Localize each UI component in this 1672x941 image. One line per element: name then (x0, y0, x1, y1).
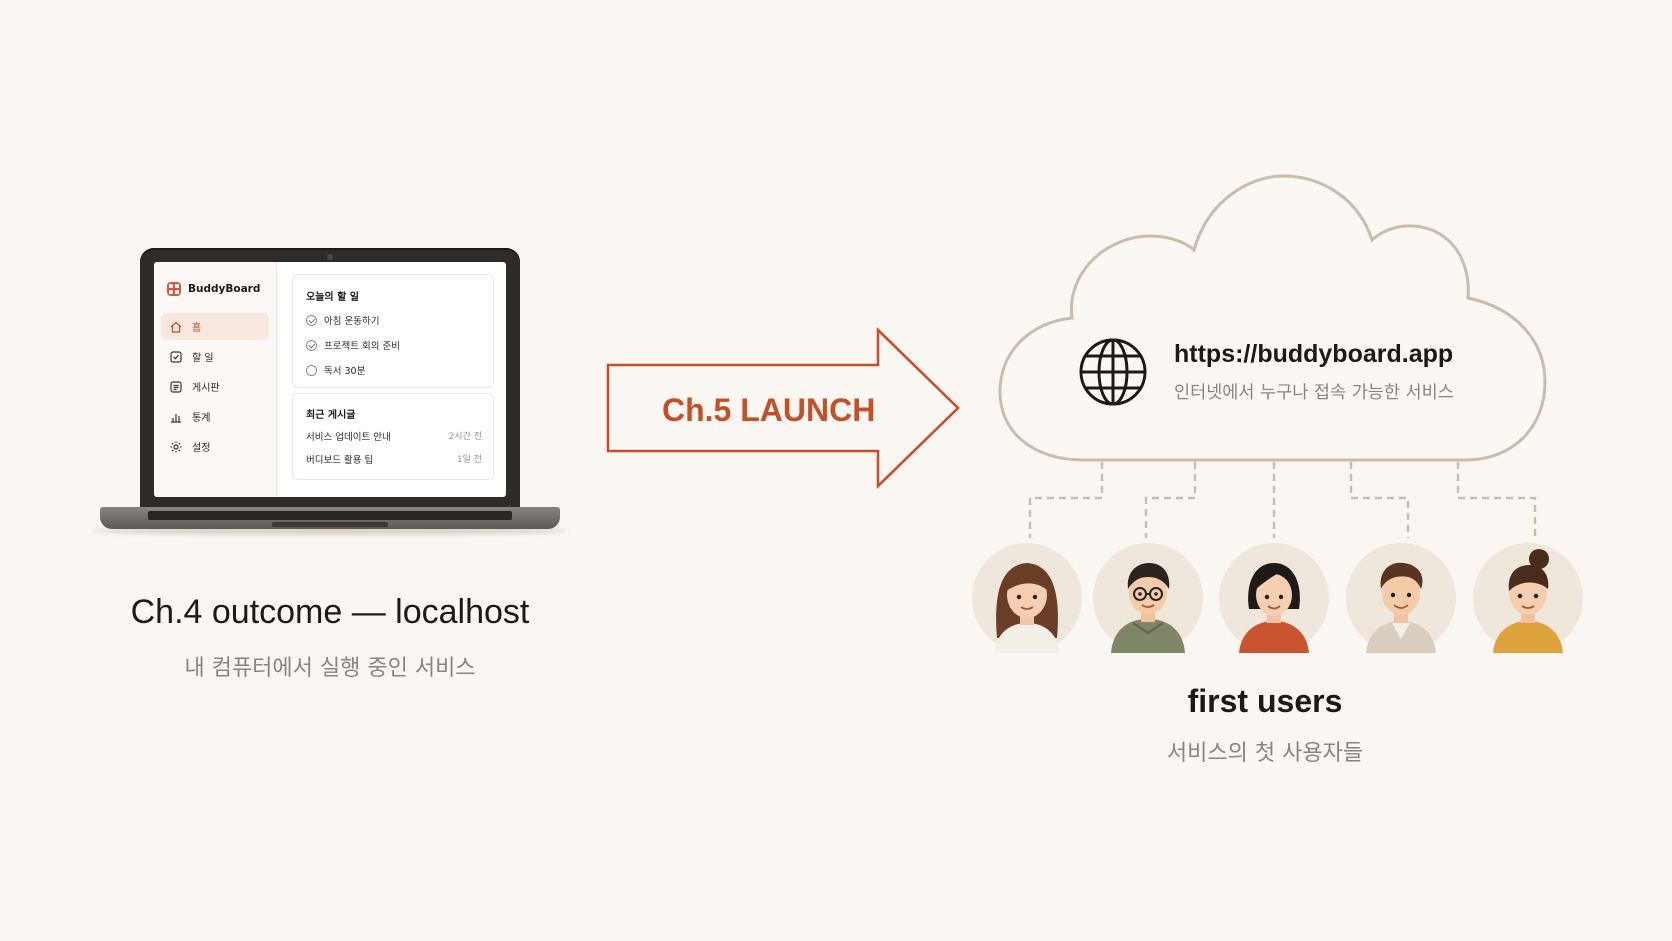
users-caption-subtitle: 서비스의 첫 사용자들 (1166, 741, 1364, 766)
left-caption-title: Ch.4 outcome — localhost (130, 593, 530, 631)
cloud-shape (998, 174, 1547, 462)
arrow-label: Ch.5 LAUNCH (662, 392, 876, 428)
laptop-keyboard (148, 511, 512, 520)
launch-arrow (606, 326, 960, 490)
laptop-shadow (92, 527, 568, 535)
service-url[interactable]: https://buddyboard.app (1174, 340, 1454, 368)
checkbox-icon (170, 350, 182, 363)
todo-item[interactable]: 독서 30분 (306, 363, 365, 377)
sidebar-item-stats[interactable]: 통계 (161, 403, 269, 430)
sidebar-item-settings[interactable]: 설정 (161, 433, 269, 460)
gear-icon (170, 441, 182, 452)
app-sidebar: BuddyBoard 홈 할 일 게시판 통계 설정 (154, 262, 277, 497)
brand-logo-icon (167, 282, 181, 296)
laptop-screen: BuddyBoard 홈 할 일 게시판 통계 설정 오늘의 할 일 아침 운동… (154, 262, 506, 497)
check-icon (306, 314, 317, 326)
sidebar-item-label: 설정 (192, 443, 211, 454)
post-title: 버디보드 활용 팁 (306, 455, 374, 466)
today-card-title: 오늘의 할 일 (306, 292, 359, 303)
sidebar-item-label: 홈 (192, 323, 202, 334)
today-card: 오늘의 할 일 아침 운동하기 프로젝트 회의 준비 독서 30분 (292, 274, 494, 388)
posts-card: 최근 게시글 서비스 업데이트 안내 2시간 전 버디보드 활용 팁 1일 전 (292, 393, 494, 480)
brand-name: BuddyBoard (188, 283, 261, 295)
sidebar-item-label: 게시판 (192, 383, 220, 394)
user-avatar-man-glasses-hoodie (1093, 543, 1203, 653)
globe-icon (1079, 338, 1147, 406)
sidebar-item-board[interactable]: 게시판 (161, 373, 269, 400)
todo-text: 프로젝트 회의 준비 (324, 341, 400, 352)
sidebar-item-label: 통계 (192, 413, 211, 424)
check-icon (306, 339, 317, 351)
users-caption-title: first users (1187, 683, 1343, 719)
connector-lines (1028, 462, 1537, 538)
bar-chart-icon (171, 413, 181, 423)
home-icon (170, 321, 182, 333)
left-caption-subtitle: 내 컴퓨터에서 실행 중인 서비스 (184, 656, 476, 681)
board-icon (170, 380, 182, 393)
todo-text: 아침 운동하기 (324, 316, 380, 327)
sidebar-item-todo[interactable]: 할 일 (161, 343, 269, 370)
service-url-subtitle: 인터넷에서 누구나 접속 가능한 서비스 (1174, 383, 1454, 403)
post-time: 1일 전 (456, 455, 482, 465)
post-row[interactable]: 서비스 업데이트 안내 2시간 전 (306, 429, 482, 443)
posts-card-title: 최근 게시글 (306, 410, 356, 421)
user-avatar-man-casual (1346, 543, 1456, 653)
user-avatar-woman-bun-hair (1473, 543, 1583, 653)
laptop-camera (327, 254, 333, 260)
todo-item[interactable]: 프로젝트 회의 준비 (306, 338, 400, 352)
post-title: 서비스 업데이트 안내 (306, 432, 391, 443)
laptop-trackpad (272, 522, 388, 527)
todo-item[interactable]: 아침 운동하기 (306, 313, 379, 327)
user-avatar-woman-bob-hair (1219, 543, 1329, 653)
circle-icon (306, 364, 317, 376)
sidebar-item-home[interactable]: 홈 (161, 313, 269, 340)
user-avatar-woman-long-hair (972, 543, 1082, 653)
brand: BuddyBoard (167, 282, 260, 296)
post-time: 2시간 전 (448, 432, 482, 442)
sidebar-item-label: 할 일 (192, 353, 214, 364)
todo-text: 독서 30분 (324, 366, 366, 377)
post-row[interactable]: 버디보드 활용 팁 1일 전 (306, 452, 482, 466)
